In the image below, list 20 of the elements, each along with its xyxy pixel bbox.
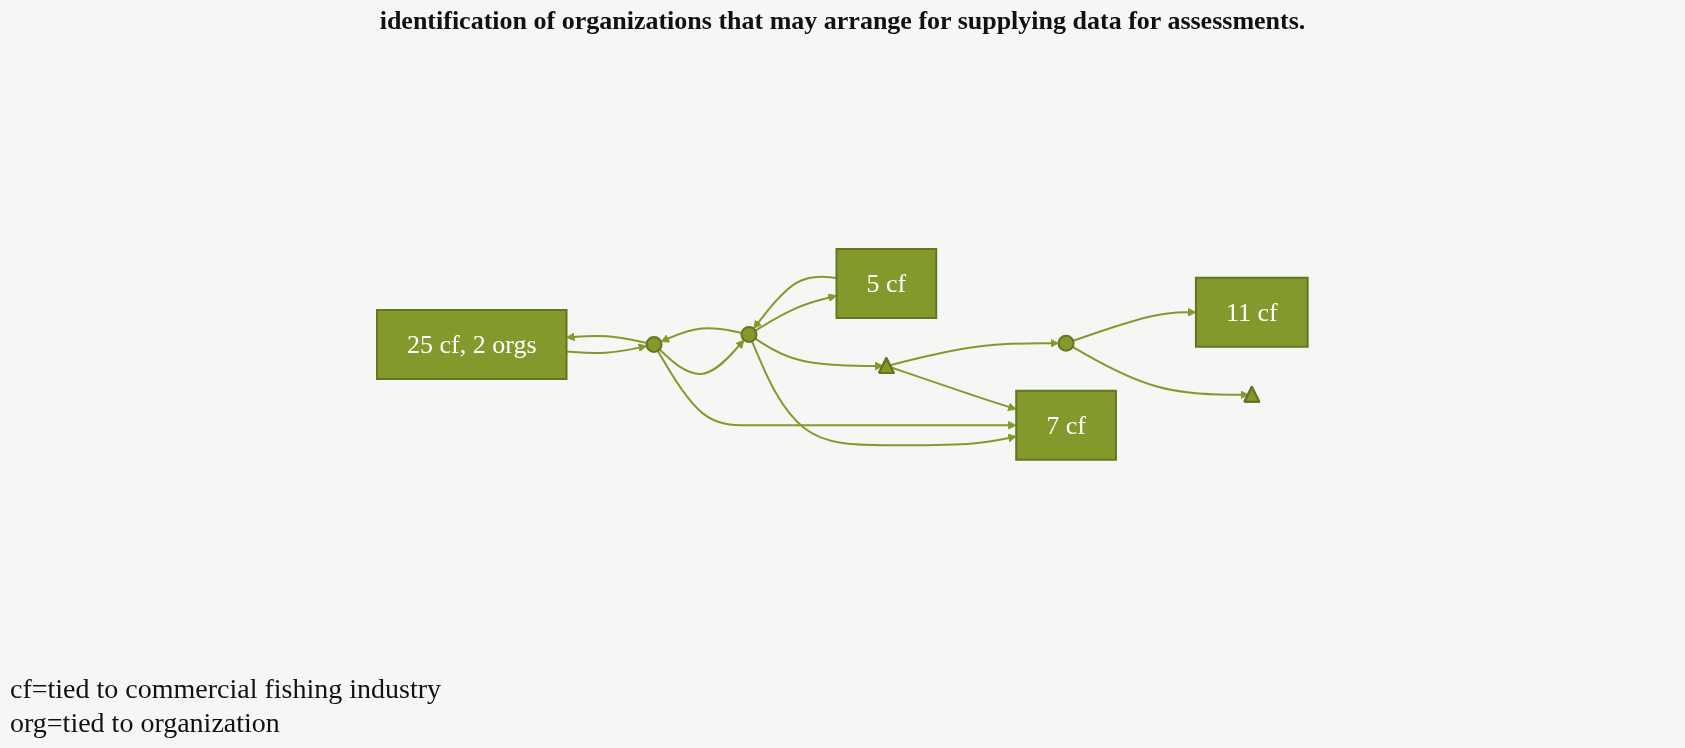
- heading-text: identification of organizations that may arrange for supplying data for assessments.: [378, 6, 1307, 36]
- node-box: 25 cf, 2 orgs: [376, 308, 568, 380]
- note-text: org=tied to organization: [10, 706, 281, 740]
- arrow: [751, 340, 1017, 446]
- arrow: [754, 337, 884, 370]
- node-box: 11 cf: [1195, 276, 1309, 348]
- arrow: [660, 326, 743, 343]
- node-box: 7 cf: [1015, 389, 1118, 461]
- arrow: [889, 338, 1060, 366]
- arrow: [566, 332, 648, 344]
- arrow: [1072, 307, 1197, 342]
- note-text: cf=tied to commercial fishing industry: [10, 672, 442, 706]
- arrow: [658, 339, 745, 375]
- arrow: [890, 366, 1017, 411]
- node-star: [645, 335, 663, 353]
- arrow: [657, 349, 1017, 430]
- node-star: [740, 325, 758, 343]
- node-star: [1057, 334, 1075, 352]
- arrow: [1071, 345, 1250, 399]
- node-box: 5 cf: [835, 247, 938, 319]
